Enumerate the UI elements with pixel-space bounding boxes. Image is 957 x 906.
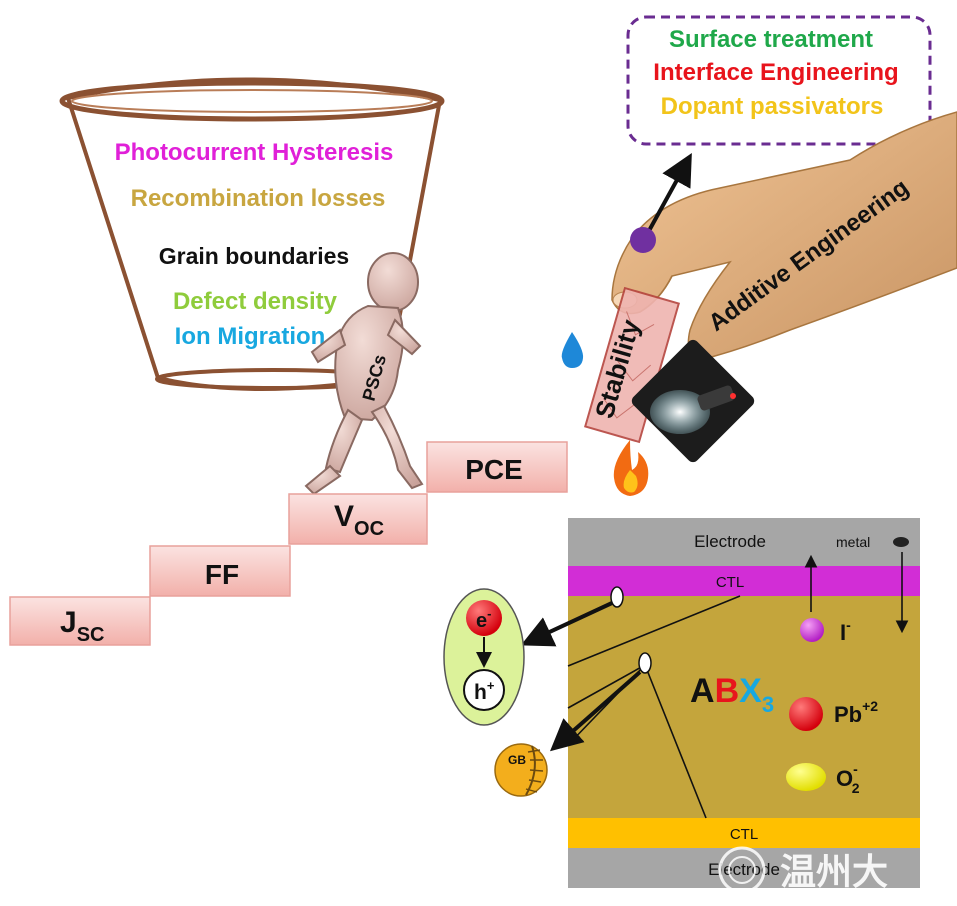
formula: ABX3 <box>690 672 774 717</box>
grain-boundary-icon <box>494 743 548 797</box>
gb-arrow <box>549 670 642 752</box>
device-stack <box>568 518 920 888</box>
step-jsc-label: JSC <box>60 606 104 646</box>
electrode-top-label: Electrode <box>694 532 766 551</box>
hole-label: h+ <box>474 678 495 704</box>
ctl-bottom-layer <box>568 818 920 848</box>
strategy-item-1: Surface treatment <box>669 26 873 53</box>
defect-marker-gb <box>638 652 652 674</box>
oxygen-ion-label: O-2 <box>836 761 860 796</box>
iodide-ion-label: I- <box>840 617 851 645</box>
watermark-text: 温州大 <box>780 851 888 892</box>
electrode-bottom-layer <box>568 848 920 888</box>
water-drop-icon <box>561 332 584 368</box>
metal-icon <box>893 537 909 547</box>
flame-inner-icon <box>623 470 638 493</box>
step-ff-label: FF <box>205 559 239 590</box>
stairs <box>9 441 568 646</box>
metal-label: metal <box>836 534 870 550</box>
funnel-item-1: Photocurrent Hysteresis <box>115 139 394 166</box>
flame-icon <box>613 440 649 496</box>
strategy-item-2: Interface Engineering <box>653 59 898 86</box>
step-pce <box>426 441 568 493</box>
strategy-arrow <box>643 152 692 239</box>
electrode-top-layer <box>568 518 920 566</box>
lead-ion-icon <box>789 697 823 731</box>
electron-label: e- <box>476 606 491 632</box>
hole-icon <box>463 669 505 711</box>
step-pce-label: PCE <box>465 454 523 485</box>
strategy-box <box>626 15 932 146</box>
lead-ion-label: Pb+2 <box>834 698 878 727</box>
ctl-bottom-label: CTL <box>730 826 758 843</box>
university-seal-watermark <box>718 846 766 894</box>
gb-label: GB <box>508 753 526 767</box>
flashlight-icon <box>631 339 755 463</box>
ctl-top-label: CTL <box>716 574 744 591</box>
funnel <box>59 77 445 391</box>
ctl-top-layer <box>568 566 920 596</box>
recombination-arrow <box>520 601 613 647</box>
step-voc-label: VOC <box>334 500 384 540</box>
step-voc <box>288 493 428 545</box>
step-jsc <box>9 596 151 646</box>
funnel-item-3: Grain boundaries <box>159 243 349 269</box>
electron-icon <box>466 600 502 636</box>
funnel-item-4: Defect density <box>173 288 338 315</box>
funnel-item-2: Recombination losses <box>131 185 386 212</box>
perovskite-layer <box>568 596 920 818</box>
funnel-item-5: Ion Migration <box>175 323 326 350</box>
step-ff <box>149 545 291 597</box>
purple-dot <box>630 227 656 253</box>
iodide-ion-icon <box>800 618 824 642</box>
figure-psc <box>304 252 424 496</box>
strategy-item-3: Dopant passivators <box>661 93 884 120</box>
oxygen-ion-icon <box>786 763 826 791</box>
defect-marker-top <box>610 586 624 608</box>
